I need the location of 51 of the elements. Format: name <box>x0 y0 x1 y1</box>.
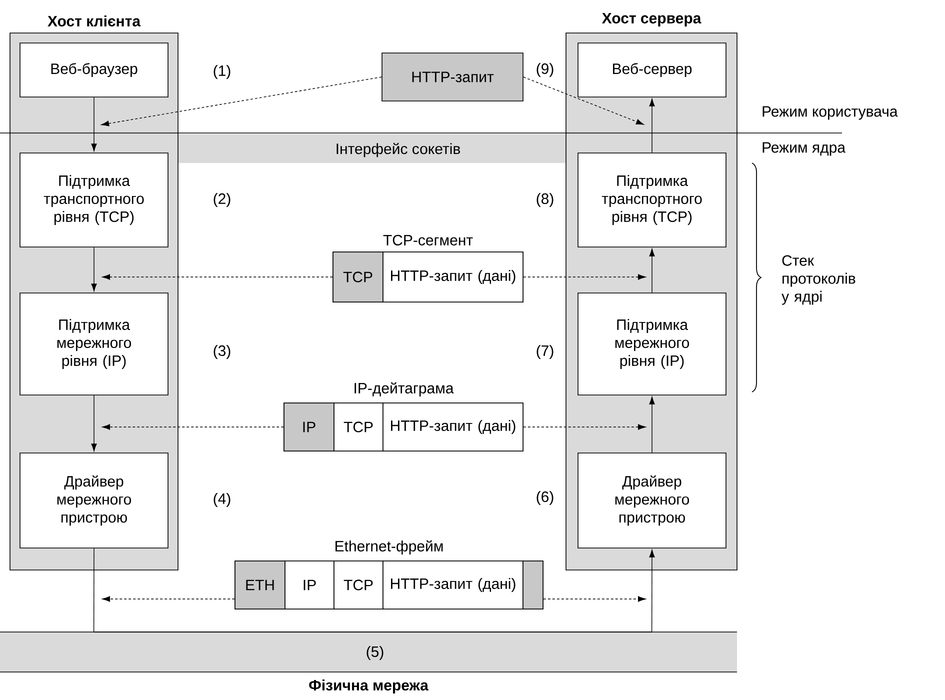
interface-label: Інтерфейс сокетів <box>336 142 460 158</box>
mode-label: Режим користувача <box>762 106 898 120</box>
arrow <box>523 424 646 430</box>
node-label: Хост клієнта <box>48 15 141 26</box>
step-number: (4) <box>214 493 230 507</box>
data-cell: HTTP-запит (дані) <box>382 252 524 302</box>
step-number: (9) <box>536 63 554 77</box>
arrow <box>649 550 655 632</box>
process-box: Підтримка мережного рівня (IP) <box>20 292 168 396</box>
process-box: Підтримка транспортного рівня (TCP) <box>20 152 168 248</box>
step-number: (1) <box>214 65 230 79</box>
arrow <box>102 596 235 602</box>
arrow <box>101 76 382 126</box>
process-box: Веб-сервер <box>578 42 726 98</box>
mode-label: Режим ядра <box>762 142 846 156</box>
arrow <box>91 395 97 452</box>
node-label: IP-дейтаграма <box>354 382 454 396</box>
process-box: Веб-браузер <box>20 42 168 98</box>
step-number: (7) <box>536 345 554 359</box>
node-label: Хост сервера <box>602 13 702 26</box>
trailer-cell <box>522 560 544 610</box>
arrow <box>102 274 333 280</box>
node-label: Фізична мережа <box>309 680 429 694</box>
arrow <box>649 396 655 453</box>
message-box: HTTP-запит <box>382 52 524 102</box>
node-label: TCP-сегмент <box>383 234 473 246</box>
stack-label: Стек протоколів у ядрі <box>782 255 856 305</box>
header-cell: ETH <box>234 560 286 610</box>
arrow <box>543 596 646 602</box>
arrow <box>91 97 97 152</box>
step-number: (5) <box>366 646 384 660</box>
step-number: (8) <box>536 193 554 207</box>
header-cell: IP <box>284 560 334 610</box>
header-cell: IP <box>284 402 334 452</box>
header-cell: TCP <box>332 252 384 302</box>
arrow <box>523 274 646 280</box>
header-cell: TCP <box>334 560 384 610</box>
process-box: Підтримка транспортного рівня (TCP) <box>578 152 726 248</box>
step-number: (6) <box>536 491 554 505</box>
process-box: Драйвер мережного пристрою <box>578 452 726 548</box>
step-number: (3) <box>214 345 230 359</box>
step-number: (2) <box>214 193 230 207</box>
node-label: Ethernet-фрейм <box>336 540 443 554</box>
arrow <box>649 248 655 293</box>
arrow <box>91 247 97 292</box>
arrow <box>102 424 284 430</box>
process-box: Підтримка мережного рівня (IP) <box>578 292 726 396</box>
process-box: Драйвер мережного пристрою <box>20 452 168 548</box>
arrow <box>649 98 655 153</box>
arrow <box>523 76 644 125</box>
header-cell: TCP <box>334 402 384 452</box>
